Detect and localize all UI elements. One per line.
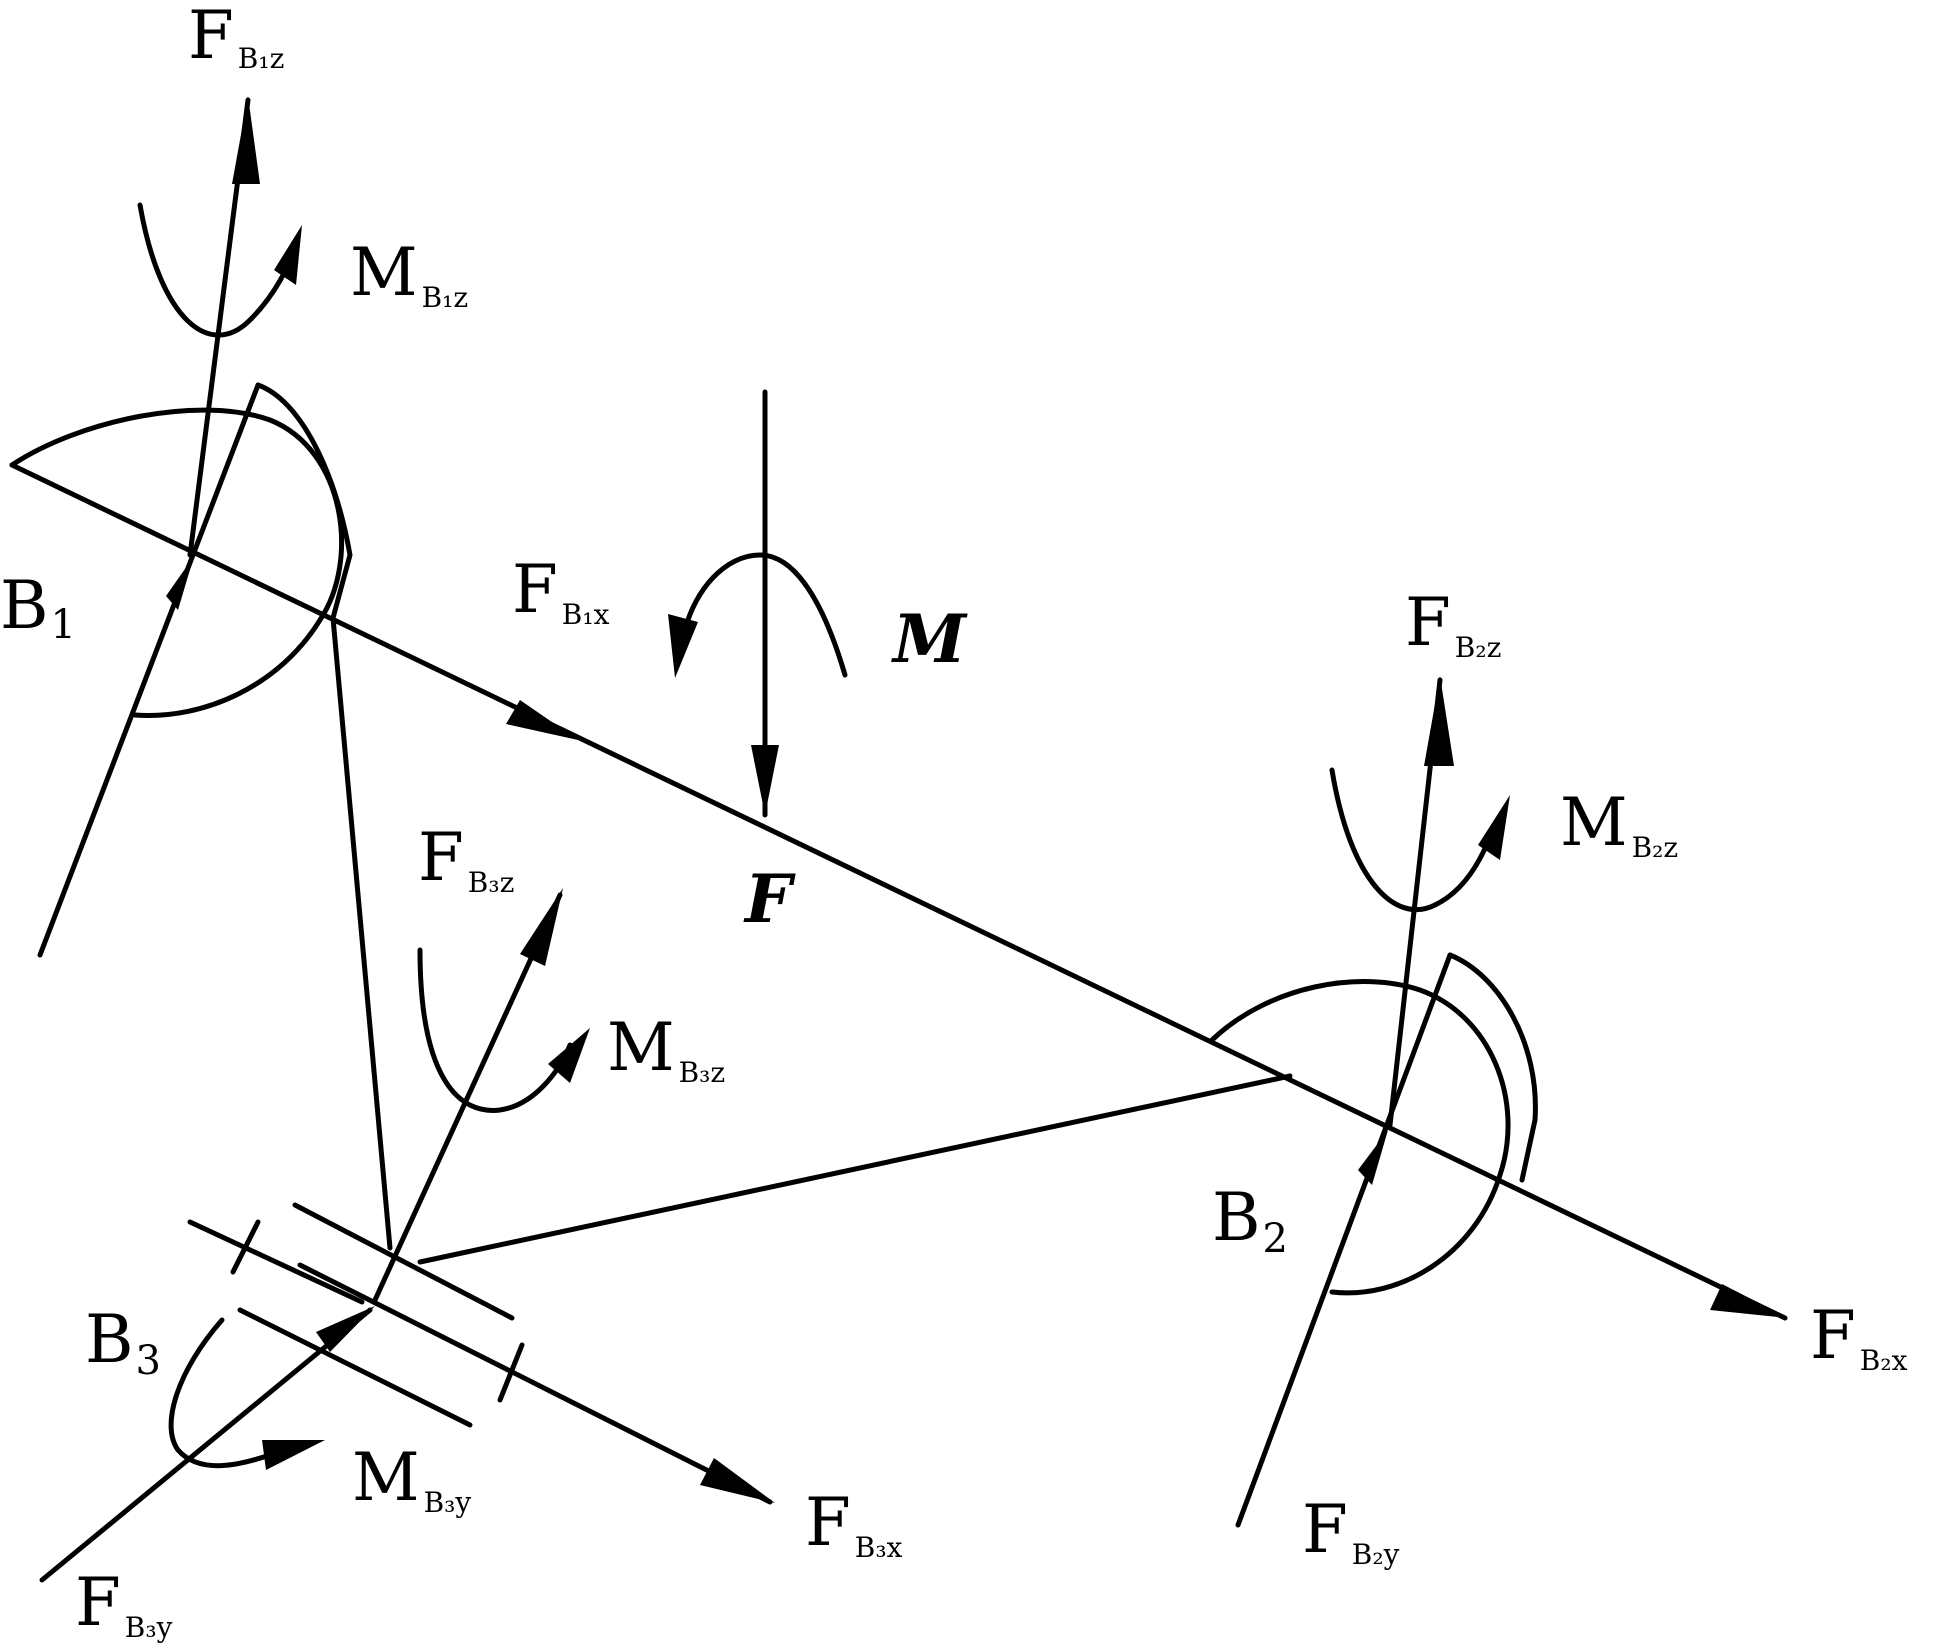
structure	[9, 462, 1788, 1321]
label-f: F	[743, 860, 796, 938]
mb3y-arrowhead	[262, 1440, 325, 1470]
b1-half-disc	[9, 407, 345, 718]
b1-inner-contour	[255, 382, 353, 621]
b1-y-axis	[37, 382, 261, 958]
b2-y-axis	[1235, 952, 1453, 1528]
fb3x-arrowhead	[700, 1458, 775, 1503]
label-m: M	[891, 600, 968, 678]
b1-y-arrowhead	[166, 556, 194, 610]
b3-y-axis	[39, 1307, 373, 1583]
label-b1: B1	[0, 567, 76, 648]
b3-rail-upper	[187, 1219, 365, 1305]
fb1z-arrowhead	[232, 96, 260, 184]
fb2y-arrowhead	[1358, 1130, 1388, 1185]
mb1z-arrowhead	[274, 225, 302, 285]
mb1z-arc	[137, 202, 298, 338]
fb2z-arrowhead	[1424, 676, 1454, 766]
joint-b2	[1209, 676, 1788, 1528]
b3-rail-top	[292, 1202, 515, 1321]
label-b2: B2	[1212, 1179, 1288, 1262]
b3-z-axis	[372, 892, 563, 1303]
m-arrowhead	[668, 614, 698, 678]
joint-b1	[9, 96, 578, 958]
mb3y-arc	[168, 1317, 273, 1469]
mb2z-arrowhead	[1478, 795, 1510, 860]
mb3z-arc	[417, 947, 573, 1113]
b2-inner-contour	[1447, 952, 1538, 1183]
b3-rail-lower	[237, 1307, 473, 1428]
link-b3-b2	[417, 1073, 1293, 1265]
applied-load	[668, 389, 848, 818]
fb3y-arrowhead	[316, 1306, 375, 1352]
link-b1-b3	[330, 615, 393, 1251]
b3-tick-left	[230, 1219, 261, 1275]
f-arrowhead	[751, 745, 779, 815]
fb3z-arrowhead	[520, 888, 563, 966]
mb2z-arc	[1329, 767, 1498, 913]
joint-b3	[39, 888, 775, 1583]
label-b3: B3	[85, 1301, 161, 1384]
fb1x-arrowhead	[506, 700, 578, 740]
fb2x-arrowhead	[1710, 1284, 1788, 1318]
b3-x-axis	[297, 1262, 773, 1505]
m-arc	[682, 552, 848, 678]
mb3z-arrowhead	[548, 1028, 590, 1083]
main-axis-line	[9, 462, 1788, 1321]
b2-half-disc	[1209, 979, 1511, 1296]
